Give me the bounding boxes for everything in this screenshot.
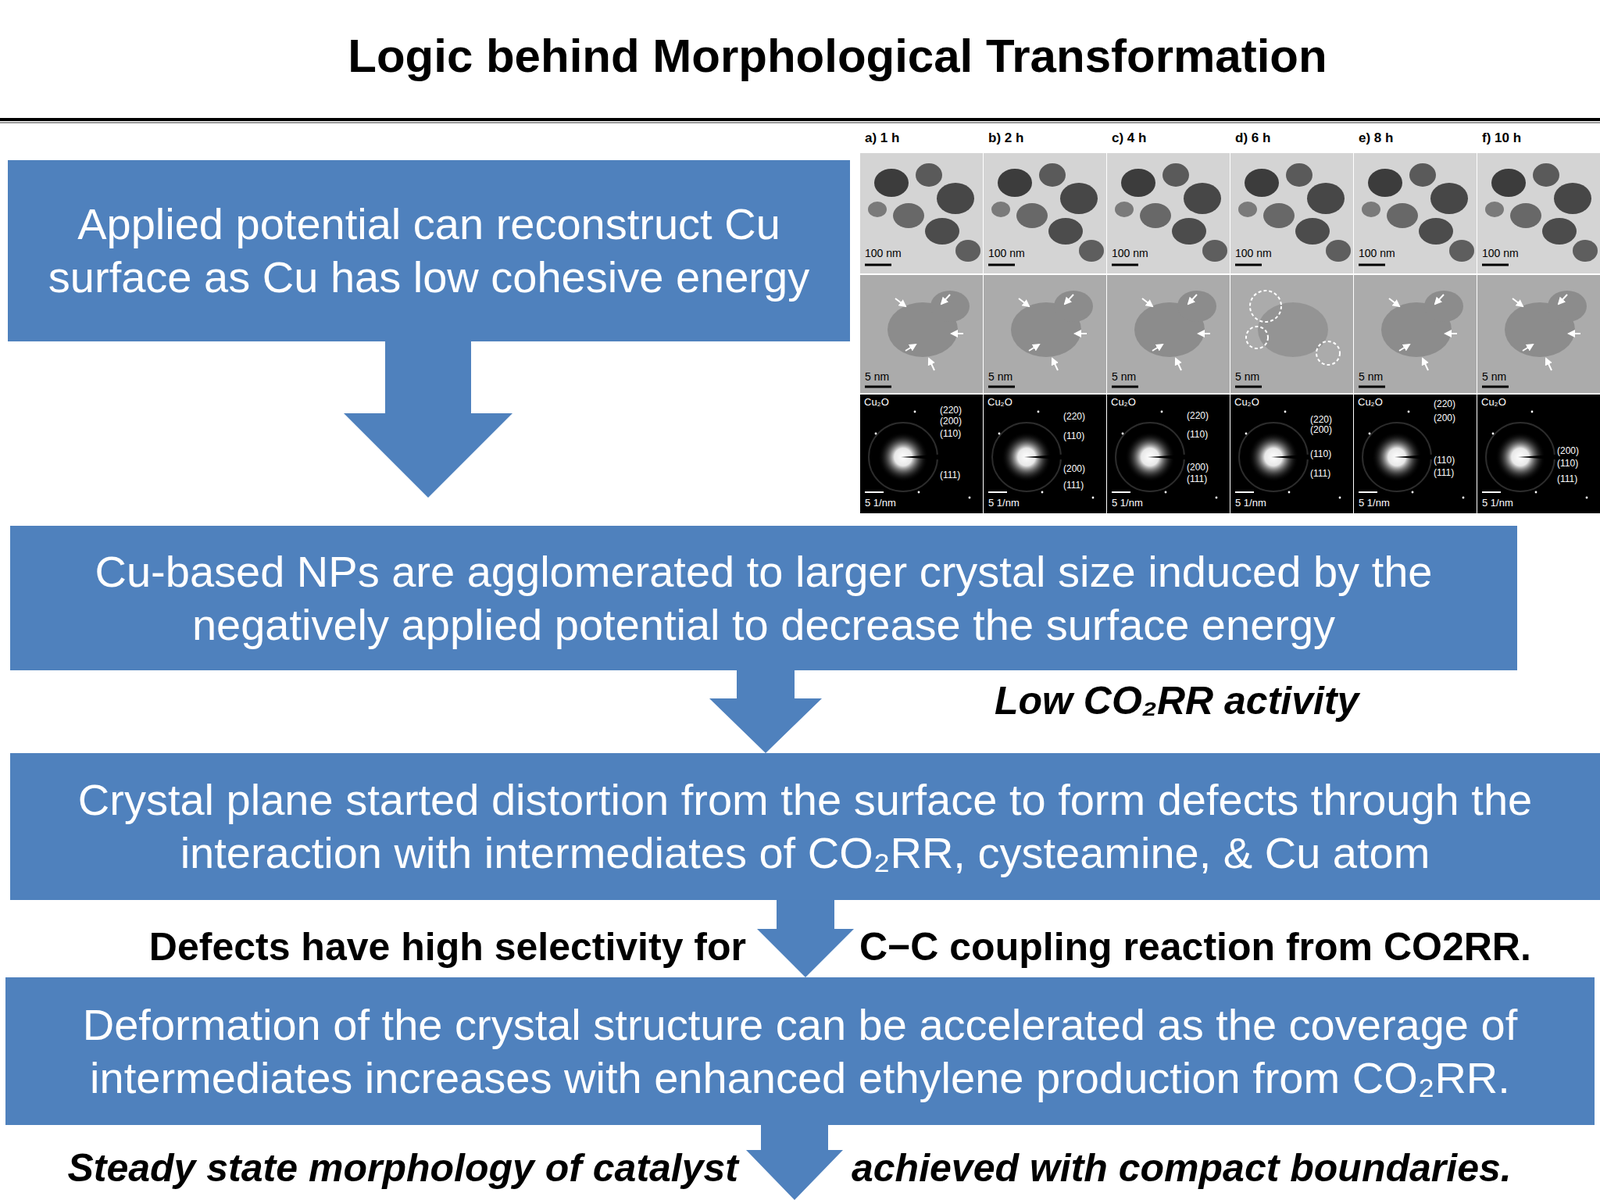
scale-label: 5 1/nm [1358, 496, 1390, 509]
diagram-title: Logic behind Morphological Transformatio… [347, 28, 1327, 84]
box-text: Applied potential can reconstruct Cu sur… [25, 197, 833, 304]
scale-label: 5 nm [864, 370, 890, 383]
scale-label: 5 nm [1111, 370, 1136, 383]
phase-label: Cu₂O [1234, 396, 1260, 408]
hrtem-panel [1353, 275, 1477, 393]
phase-label: Cu₂O [987, 396, 1013, 408]
saed-panel [983, 394, 1107, 514]
note-text: achieved with compact boundaries. [851, 1145, 1512, 1191]
miller-index: (200) [1063, 464, 1086, 475]
miller-index: (200) [1310, 425, 1333, 436]
phase-label: Cu₂O [1110, 396, 1136, 408]
hrtem-panel [1107, 275, 1230, 393]
scale-label: 5 1/nm [1235, 496, 1267, 509]
phase-label: Cu₂O [1481, 396, 1507, 408]
scale-label: 100 nm [1235, 246, 1272, 260]
miller-index: (111) [939, 470, 961, 481]
tem-panel [983, 153, 1107, 274]
box-text: Cu-based NPs are agglomerated to larger … [27, 545, 1500, 652]
process-box: Cu-based NPs are agglomerated to larger … [10, 525, 1518, 671]
saed-panel [1477, 394, 1600, 514]
miller-index: (111) [1063, 480, 1084, 491]
saed-panel [1230, 394, 1354, 514]
panel-label: d) 6 h [1235, 129, 1271, 147]
process-box: Crystal plane started distortion from th… [10, 753, 1600, 900]
scale-label: 5 1/nm [864, 496, 897, 509]
miller-index: (200) [1557, 446, 1579, 457]
scale-label: 5 nm [988, 370, 1013, 383]
panel-label: f) 10 h [1482, 129, 1522, 147]
phase-label: Cu₂O [1357, 396, 1383, 408]
phase-label: Cu₂O [864, 396, 890, 408]
miller-index: (110) [1063, 431, 1085, 442]
scale-label: 5 nm [1482, 370, 1507, 383]
panel-label: b) 2 h [988, 129, 1024, 147]
saed-panel [1107, 394, 1230, 514]
miller-index: (110) [939, 428, 961, 440]
scale-label: 100 nm [988, 246, 1025, 260]
miller-index: (200) [1186, 462, 1209, 473]
box-text: Crystal plane started distortion from th… [27, 773, 1583, 880]
block-arrow [343, 340, 513, 498]
block-arrow [709, 669, 822, 754]
tem-panel [1230, 153, 1354, 274]
panel-label: a) 1 h [864, 129, 900, 147]
hrtem-panel [860, 275, 983, 393]
miller-index: (200) [1433, 413, 1456, 424]
saed-panel [1353, 394, 1477, 514]
process-box: Applied potential can reconstruct Cu sur… [7, 160, 850, 342]
block-arrow [757, 899, 854, 978]
note-text: C−C coupling reaction from CO2RR. [859, 924, 1532, 970]
process-box: Deformation of the crystal structure can… [5, 977, 1595, 1125]
hrtem-panel [983, 275, 1107, 393]
miller-index: (220) [1186, 410, 1209, 422]
scale-label: 100 nm [1482, 246, 1519, 260]
miller-index: (110) [1186, 429, 1208, 440]
miller-index: (111) [1433, 467, 1454, 479]
miller-index: (110) [1310, 449, 1332, 460]
arrow-label: Low CO₂RR activity [994, 678, 1359, 724]
scale-label: 100 nm [1358, 246, 1396, 260]
miller-index: (220) [939, 405, 962, 416]
miller-index: (220) [1433, 399, 1456, 410]
note-text: Defects have high selectivity for [149, 924, 747, 970]
tem-panel [1107, 153, 1230, 274]
miller-index: (220) [1063, 411, 1086, 422]
scale-label: 100 nm [864, 246, 902, 260]
miller-index: (220) [1310, 414, 1333, 425]
title-rule-shadow [0, 121, 1600, 124]
miller-index: (110) [1557, 458, 1579, 469]
title-rule [0, 117, 1600, 122]
panel-label: e) 8 h [1358, 129, 1393, 147]
saed-panel [860, 394, 983, 514]
scale-label: 5 nm [1235, 370, 1260, 383]
scale-label: 5 nm [1358, 370, 1383, 383]
miller-index: (110) [1433, 455, 1455, 466]
miller-index: (111) [1310, 468, 1331, 479]
scale-label: 5 1/nm [1111, 496, 1143, 509]
scale-label: 5 1/nm [1482, 496, 1514, 509]
scale-label: 5 1/nm [988, 496, 1020, 509]
miller-index: (111) [1186, 474, 1208, 485]
panel-label: c) 4 h [1111, 129, 1147, 147]
tem-panel [1477, 153, 1600, 274]
note-text: Steady state morphology of catalyst [67, 1145, 739, 1191]
box-text: Deformation of the crystal structure can… [22, 998, 1578, 1105]
miller-index: (200) [939, 416, 962, 427]
scale-label: 100 nm [1111, 246, 1149, 260]
miller-index: (111) [1557, 474, 1578, 485]
hrtem-panel [1477, 275, 1600, 393]
tem-panel [860, 153, 983, 274]
tem-panel [1353, 153, 1477, 274]
hrtem-panel [1230, 275, 1354, 393]
block-arrow [746, 1123, 843, 1200]
